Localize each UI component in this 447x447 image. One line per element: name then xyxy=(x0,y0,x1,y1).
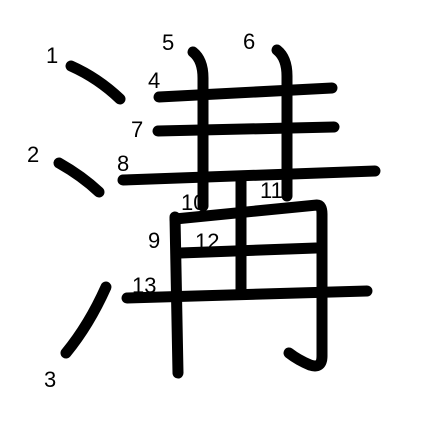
stroke-number-1: 1 xyxy=(46,43,58,68)
stroke-4 xyxy=(153,82,338,103)
stroke-number-6: 6 xyxy=(243,29,255,54)
stroke-5 xyxy=(187,46,209,212)
stroke-number-2: 2 xyxy=(27,142,39,167)
stroke-1 xyxy=(65,60,126,105)
stroke-number-3: 3 xyxy=(44,367,56,392)
stroke-number-4: 4 xyxy=(148,68,160,93)
stroke-number-5: 5 xyxy=(162,30,174,55)
stroke-10-11 xyxy=(169,199,328,372)
stroke-number-10: 10 xyxy=(181,190,205,215)
character-strokes xyxy=(53,44,381,379)
stroke-number-7: 7 xyxy=(131,117,143,142)
stroke-number-labels: 1 2 3 4 5 6 7 8 9 10 11 12 13 xyxy=(27,29,283,392)
stroke-12 xyxy=(174,242,322,259)
stroke-number-9: 9 xyxy=(148,228,160,253)
stroke-number-8: 8 xyxy=(117,151,129,176)
stroke-6 xyxy=(271,44,293,202)
stroke-3 xyxy=(60,281,112,359)
stroke-13 xyxy=(121,285,373,304)
stroke-number-13: 13 xyxy=(132,273,156,298)
stroke-number-11: 11 xyxy=(260,178,283,203)
stroke-8 xyxy=(117,165,381,186)
stroke-7 xyxy=(152,121,340,137)
stroke-2 xyxy=(53,157,105,198)
stroke-number-12: 12 xyxy=(195,229,219,254)
